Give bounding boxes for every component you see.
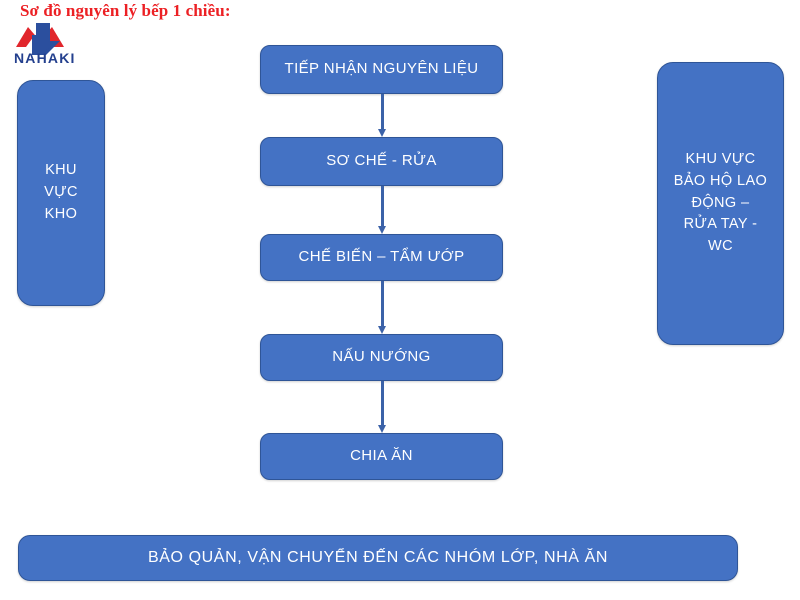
flow-step-receive[interactable]: TIẾP NHẬN NGUYÊN LIỆU — [260, 45, 503, 94]
nahaki-logo: NAHAKI — [6, 21, 110, 65]
flow-arrow-receive-to-prewash — [378, 94, 387, 137]
flow-step-prewash[interactable]: SƠ CHẾ - RỬA — [260, 137, 503, 186]
flow-step-transport[interactable]: BẢO QUẢN, VẬN CHUYỂN ĐẾN CÁC NHÓM LỚP, N… — [18, 535, 738, 581]
flow-arrow-prewash-to-process — [378, 186, 387, 234]
arrow-head-down-icon — [378, 425, 386, 433]
arrow-stem — [381, 381, 384, 426]
logo-wordmark: NAHAKI — [14, 50, 76, 65]
zone-storage-box[interactable]: KHU VỰC KHO — [17, 80, 105, 306]
page-title: Sơ đồ nguyên lý bếp 1 chiều: — [20, 1, 231, 20]
arrow-stem — [381, 186, 384, 227]
flow-arrow-process-to-cook — [378, 281, 387, 334]
zone-hygiene-box[interactable]: KHU VỰC BẢO HỘ LAO ĐỘNG – RỬA TAY - WC — [657, 62, 784, 345]
flow-step-portion[interactable]: CHIA ĂN — [260, 433, 503, 480]
flow-step-process[interactable]: CHẾ BIẾN – TẨM ƯỚP — [260, 234, 503, 281]
logo-mark-icon — [16, 23, 64, 55]
arrow-head-down-icon — [378, 226, 386, 234]
arrow-head-down-icon — [378, 129, 386, 137]
flow-arrow-cook-to-portion — [378, 381, 387, 433]
arrow-stem — [381, 281, 384, 327]
arrow-stem — [381, 94, 384, 130]
arrow-head-down-icon — [378, 326, 386, 334]
flow-step-cook[interactable]: NẤU NƯỚNG — [260, 334, 503, 381]
